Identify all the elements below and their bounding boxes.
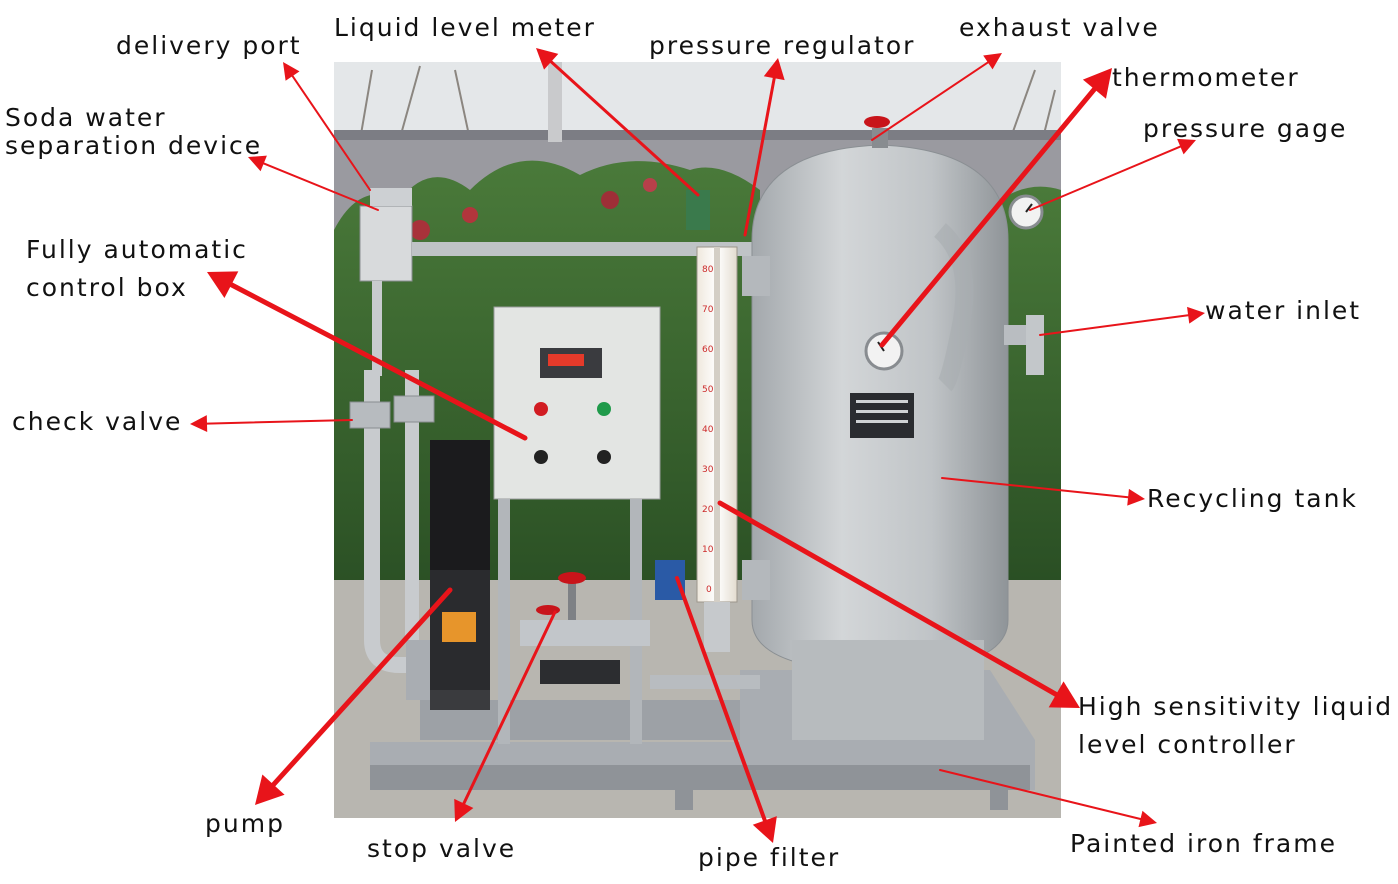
label-pressure-regulator: pressure regulator <box>649 31 916 60</box>
label-control-box-line-2: control box <box>26 273 188 302</box>
callout-arrow-soda-water <box>248 155 379 211</box>
callout-arrow-check-valve <box>190 415 353 432</box>
label-pressure-gage: pressure gage <box>1143 114 1348 143</box>
callout-arrow-thermometer <box>879 68 1112 348</box>
callout-arrow-control-box <box>207 271 528 441</box>
label-check-valve: check valve <box>12 407 183 436</box>
label-level-controller-line-2: level controller <box>1078 730 1297 759</box>
pump-body <box>406 440 490 710</box>
callout-arrow-water-inlet <box>1039 306 1205 336</box>
callout-arrow-recycling-tank <box>941 477 1145 506</box>
callout-arrow-pump <box>255 587 453 805</box>
label-control-box: Fully automatic control box <box>26 231 248 307</box>
svg-text:40: 40 <box>702 425 714 435</box>
callout-arrow-stop-valve <box>454 610 557 822</box>
label-painted-iron-frame: Painted iron frame <box>1070 829 1337 858</box>
callout-arrow-liquid-level-meter <box>536 48 700 197</box>
label-soda-water-separation-device: Soda water separation device <box>5 104 262 160</box>
label-level-controller: High sensitivity liquid level controller <box>1078 688 1393 764</box>
svg-text:30: 30 <box>702 465 714 475</box>
callout-arrow-pressure-regulator <box>743 58 785 237</box>
recycling-tank-body <box>742 116 1044 740</box>
soda-water-separation-device <box>349 188 752 673</box>
svg-text:60: 60 <box>702 345 714 355</box>
label-pipe-filter: pipe filter <box>698 843 841 872</box>
label-delivery-port: delivery port <box>116 31 302 60</box>
callout-arrow-painted-frame <box>939 769 1157 828</box>
label-liquid-level-meter: Liquid level meter <box>334 13 596 42</box>
label-soda-line-1: Soda water <box>5 103 167 132</box>
svg-text:10: 10 <box>702 545 714 555</box>
svg-text:80: 80 <box>702 265 714 275</box>
label-stop-valve: stop valve <box>367 834 517 863</box>
label-thermometer: thermometer <box>1112 63 1300 92</box>
callout-arrow-pressure-gage <box>1029 138 1196 211</box>
label-pump: pump <box>205 809 285 838</box>
svg-text:50: 50 <box>702 385 714 395</box>
callout-arrow-exhaust-valve <box>871 53 1002 141</box>
callout-arrow-delivery-port <box>283 62 371 191</box>
svg-text:0: 0 <box>706 585 712 595</box>
label-control-box-line-1: Fully automatic <box>26 235 248 264</box>
label-level-controller-line-1: High sensitivity liquid <box>1078 692 1394 721</box>
svg-text:70: 70 <box>702 305 714 315</box>
callout-arrow-level-controller <box>717 500 1080 708</box>
label-exhaust-valve: exhaust valve <box>959 13 1160 42</box>
svg-text:20: 20 <box>702 505 714 515</box>
label-water-inlet: water inlet <box>1205 296 1362 325</box>
liquid-level-meter-scale: 80 70 60 50 40 30 20 10 0 <box>686 190 738 652</box>
label-recycling-tank: Recycling tank <box>1147 484 1358 513</box>
label-soda-line-2: separation device <box>5 131 263 160</box>
callout-arrow-pipe-filter <box>675 576 777 843</box>
control-box <box>493 306 661 744</box>
